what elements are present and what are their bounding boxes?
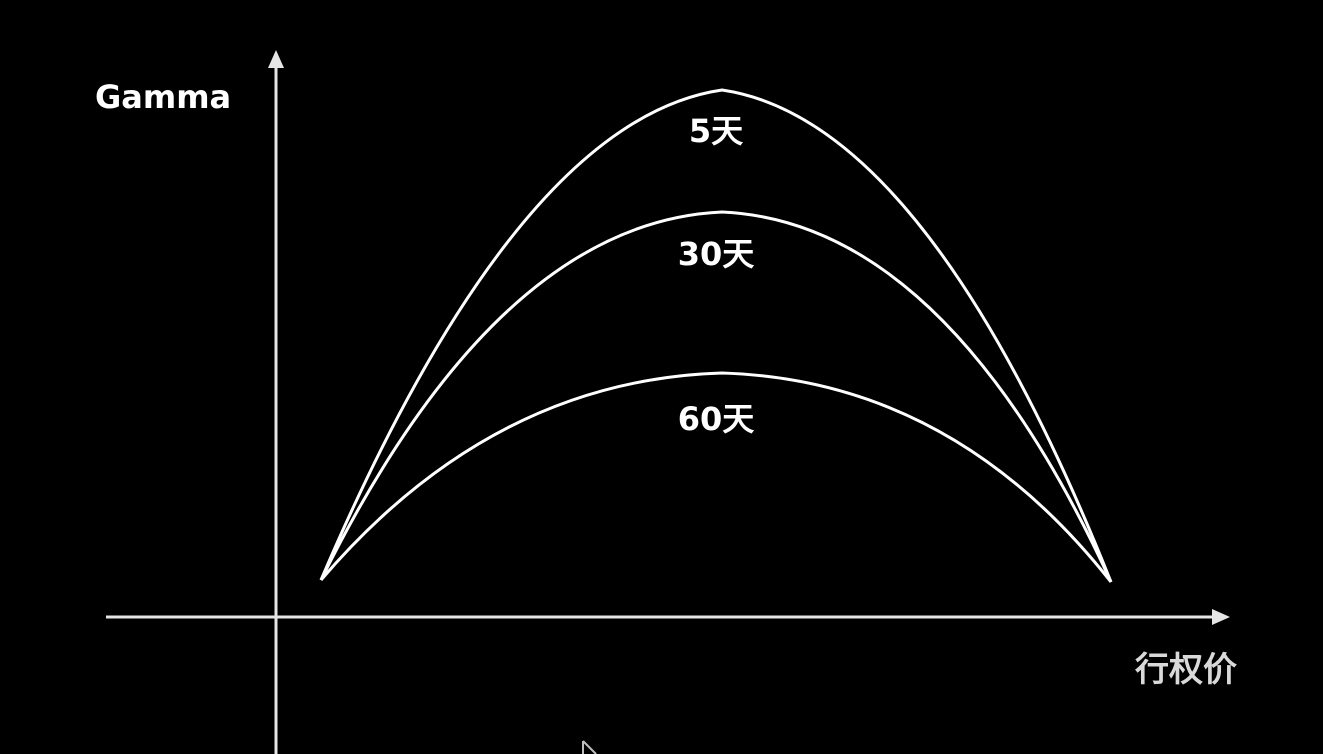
curve-label-60-day: 60天 [678, 400, 755, 438]
curve-30-day [319, 210, 1113, 583]
y-axis-label: Gamma [95, 78, 231, 116]
curve-60-day [319, 371, 1113, 583]
mouse-cursor-icon [582, 740, 597, 754]
x-axis-arrowhead [1212, 609, 1230, 625]
x-axis-label: 行权价 [1135, 650, 1237, 690]
curve-label-5-day: 5天 [689, 112, 743, 150]
y-axis-arrowhead [268, 50, 284, 68]
curve-5-day [319, 88, 1113, 583]
curve-label-30-day: 30天 [678, 235, 755, 273]
